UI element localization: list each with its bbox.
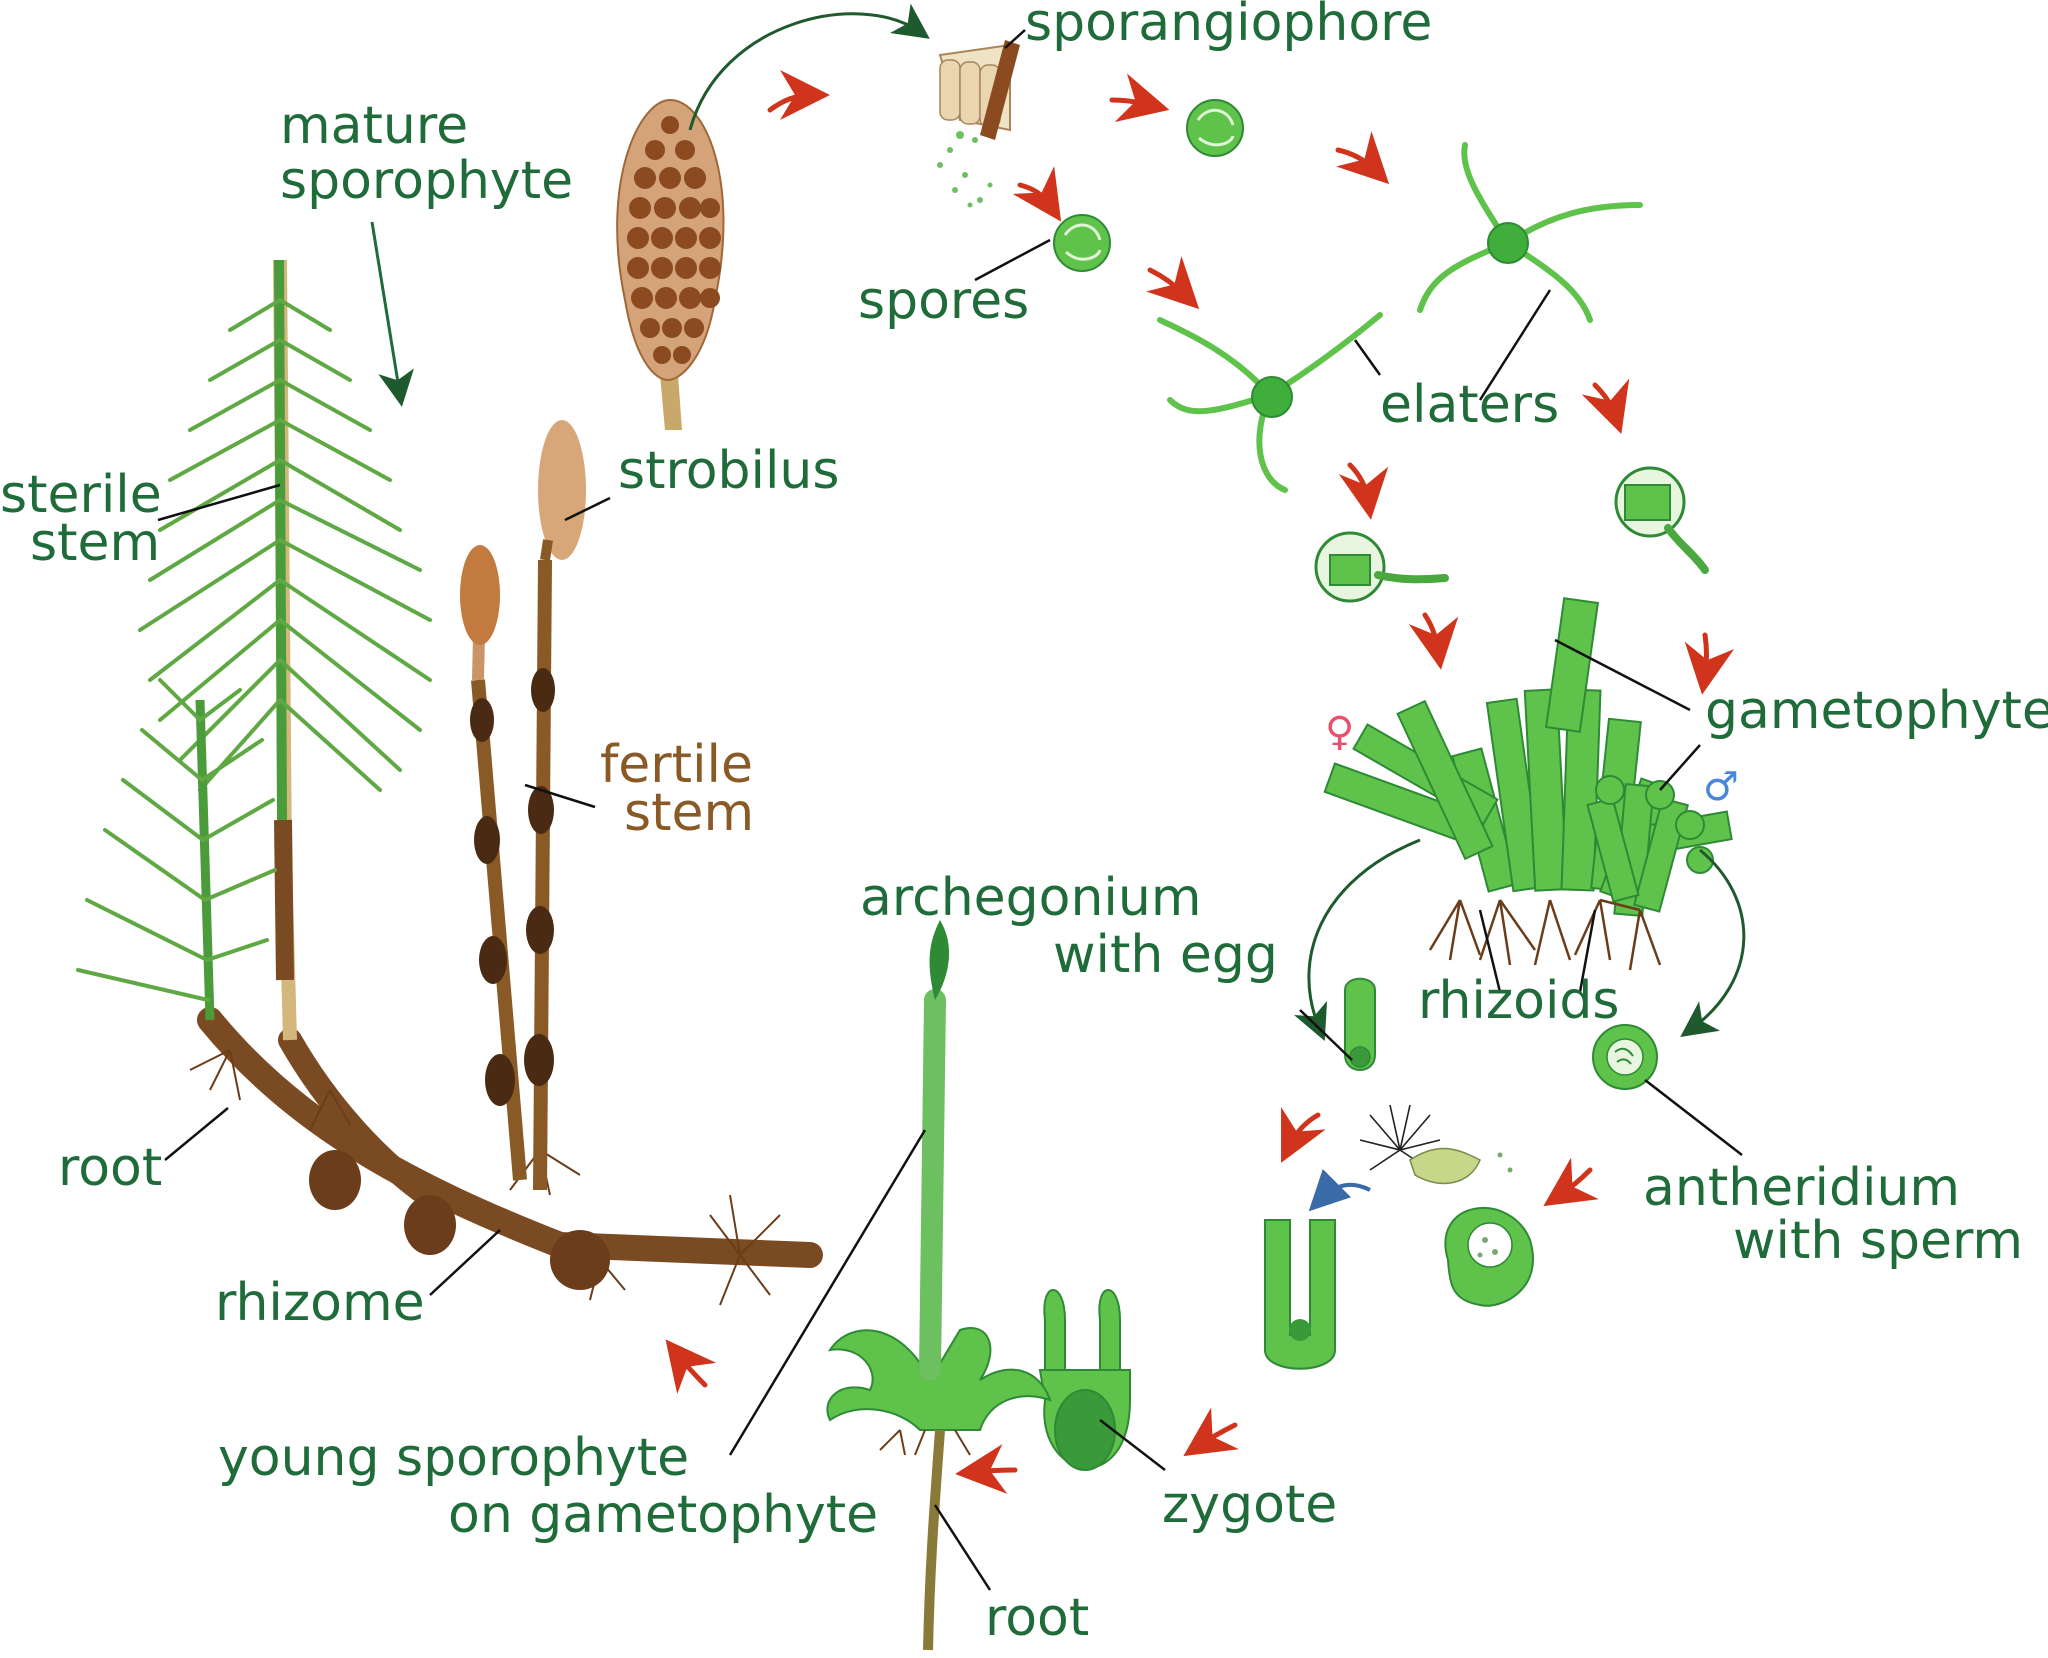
label-sterile-stem-1: sterile (0, 465, 162, 525)
strobilus-illustration (616, 3, 930, 430)
archegonium-illustration (1344, 977, 1376, 1071)
label-antheridium-1: antheridium (1643, 1158, 1960, 1218)
label-gametophyte: gametophyte (1705, 681, 2048, 741)
antheridium-illustration (1592, 1024, 1658, 1090)
elater-spore-left (1251, 376, 1293, 418)
label-archegonium-1: archegonium (860, 868, 1201, 928)
label-sterile-stem-2: stem (30, 513, 160, 573)
fertilization-illustration (1264, 1104, 1534, 1370)
arrow-to-antheridium (1680, 848, 1746, 1037)
label-root-left: root (58, 1138, 162, 1198)
young-sporophyte-illustration (826, 920, 1052, 1651)
label-antheridium-2: with sperm (1733, 1211, 2023, 1271)
male-symbol: ♂ (1703, 764, 1739, 810)
label-mature-sporophyte-1: mature (280, 96, 468, 156)
male-gametophyte-illustration (1586, 775, 1714, 918)
label-young-sporophyte-2: on gametophyte (448, 1485, 878, 1545)
female-symbol: ♀ (1325, 709, 1354, 755)
label-zygote: zygote (1162, 1475, 1337, 1535)
mature-sporophyte-illustration (76, 259, 823, 1306)
elater-spore-right (1487, 222, 1529, 264)
germinating-spore-illustrations (1314, 466, 1709, 603)
label-spores: spores (858, 271, 1029, 331)
label-young-sporophyte-1: young sporophyte (218, 1428, 689, 1488)
cycle-arrows (665, 70, 1735, 1494)
spore-illustrations (1053, 99, 1244, 272)
label-fertile-stem-1: fertile (600, 735, 753, 795)
arrow-to-archegonium (1294, 838, 1421, 1042)
sporangiophore-illustration (937, 40, 1020, 208)
label-sporangiophore: sporangiophore (1025, 0, 1432, 53)
rhizoid-illustrations (1428, 898, 1662, 971)
label-mature-sporophyte-2: sporophyte (280, 151, 573, 211)
label-rhizoids: rhizoids (1418, 971, 1620, 1031)
mature-sporophyte-pointer (370, 221, 414, 407)
label-fertile-stem-2: stem (624, 783, 754, 843)
label-archegonium-2: with egg (1053, 925, 1278, 985)
elater-illustrations (1157, 142, 1643, 493)
label-rhizome: rhizome (215, 1273, 425, 1333)
zygote-illustration (1038, 1289, 1131, 1471)
label-strobilus: strobilus (618, 441, 839, 501)
label-root-bottom: root (985, 1588, 1089, 1648)
label-elaters: elaters (1380, 375, 1559, 435)
leader-lines (157, 29, 1743, 1591)
